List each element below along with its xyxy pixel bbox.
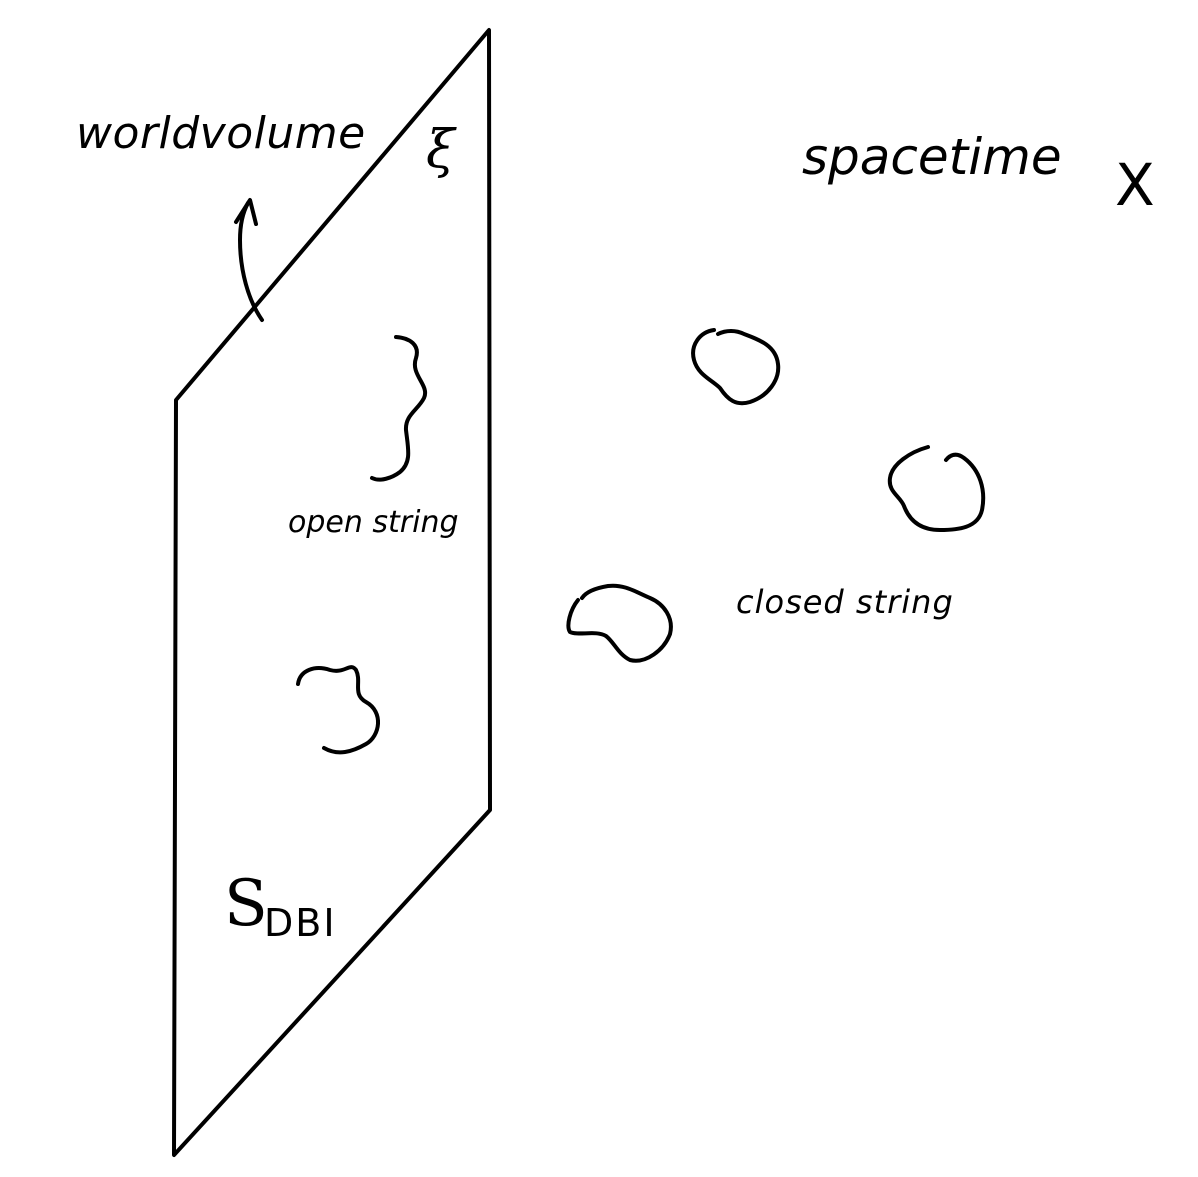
worldvolume-plane <box>172 28 492 1157</box>
worldvolume-label: worldvolume <box>76 108 366 159</box>
open-string-lower <box>296 665 380 755</box>
x-coordinate-label: X <box>1115 151 1155 219</box>
open-string-label: open string <box>288 505 459 540</box>
action-symbol: S <box>224 867 268 941</box>
closed-string-loop-1 <box>691 328 781 406</box>
open-string-upper <box>370 335 428 482</box>
spacetime-label: spacetime <box>802 128 1062 186</box>
worldvolume-pointer-arrowhead <box>234 198 258 226</box>
closed-string-label: closed string <box>736 583 954 621</box>
closed-string-loop-2 <box>887 445 986 532</box>
closed-string-loop-3 <box>566 583 673 663</box>
xi-coordinate-label: ξ <box>426 120 455 180</box>
action-subscript: DBI <box>264 901 337 945</box>
